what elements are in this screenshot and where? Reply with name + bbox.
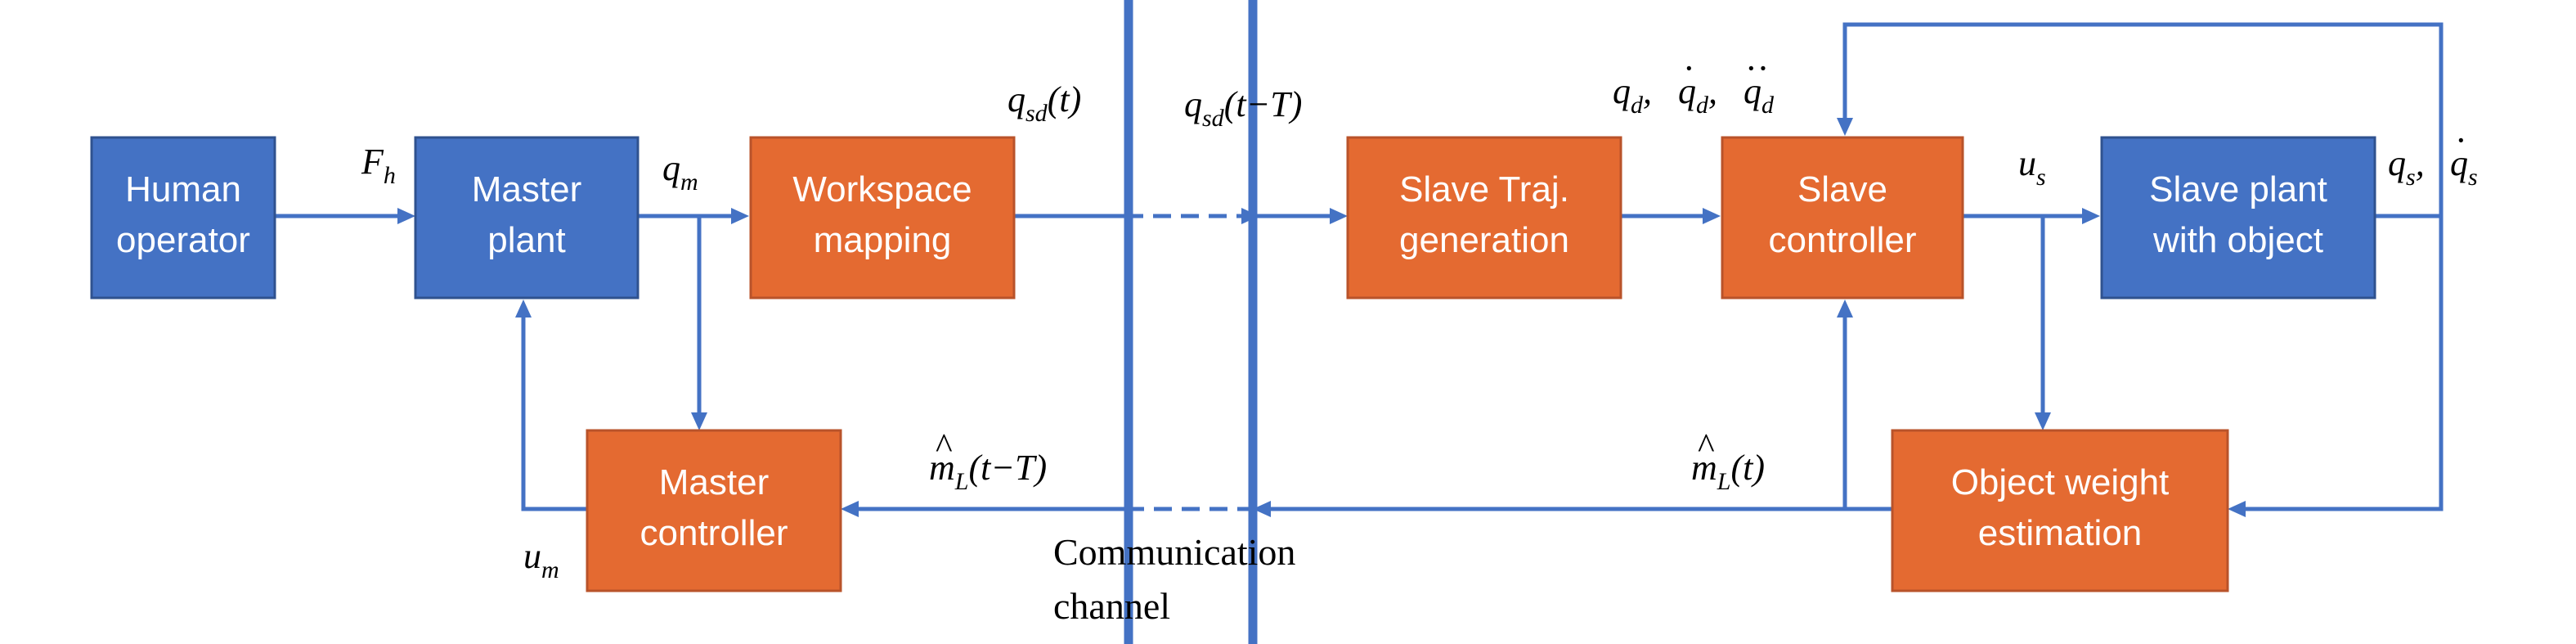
hat-accent: ^ <box>936 426 953 466</box>
block-master-controller: Master controller <box>586 429 842 592</box>
block-slave-traj-generation: Slave Traj. generation <box>1346 136 1622 299</box>
block-label-line2: controller <box>640 513 788 553</box>
arrowhead <box>1837 118 1853 136</box>
block-label-line2: operator <box>116 220 250 260</box>
hat-accent: ^ <box>1698 426 1715 466</box>
arrowhead <box>1703 208 1721 224</box>
arrowhead <box>1253 501 1271 517</box>
block-master-plant: Master plant <box>414 136 640 299</box>
label-us: us <box>2018 143 2046 191</box>
wire-qs-feedback-top <box>1842 22 2444 218</box>
dot-accent: · <box>2455 120 2467 160</box>
channel-caption: Communication channel <box>1053 531 1295 627</box>
arrowhead <box>515 299 532 317</box>
arrowhead <box>841 501 859 517</box>
channel-caption-line2: channel <box>1053 585 1170 627</box>
arrowhead <box>1330 208 1348 224</box>
arrowhead <box>1837 299 1853 317</box>
block-object-weight-estimation: Object weight estimation <box>1891 429 2229 592</box>
label-qsd-t: qsd(t) <box>1008 79 1081 127</box>
block-label-line1: Human <box>125 169 241 209</box>
label-slave-state: qs, qs · <box>2388 120 2478 191</box>
label-qsd-delayed: qsd(t−T) <box>1184 84 1302 132</box>
arrowhead <box>2082 208 2100 224</box>
block-label-line1: Master <box>659 462 769 502</box>
block-label-line2: mapping <box>814 220 952 260</box>
ddot-accent: ·· <box>1745 48 1769 88</box>
block-workspace-mapping: Workspace mapping <box>749 136 1016 299</box>
arrowhead <box>2035 412 2051 430</box>
block-human-operator: Human operator <box>90 136 276 299</box>
arrowhead <box>731 208 749 224</box>
arrowhead <box>397 208 415 224</box>
svg-text:qs: qs <box>2450 143 2478 191</box>
svg-text:qs,: qs, <box>2388 143 2425 191</box>
block-label-line1: Workspace <box>792 169 972 209</box>
block-label-line2: generation <box>1399 220 1569 260</box>
label-um: um <box>523 536 559 583</box>
arrowhead <box>691 412 707 430</box>
block-label-line1: Object weight <box>1951 462 2170 502</box>
block-slave-plant-with-object: Slave plant with object <box>2100 136 2376 299</box>
svg-text:qd: qd <box>1744 71 1775 119</box>
block-slave-controller: Slave controller <box>1721 136 1964 299</box>
block-label-line1: Slave <box>1797 169 1887 209</box>
label-qm: qm <box>662 148 698 196</box>
wire-qs-to-estimation <box>2242 216 2444 511</box>
block-label-line1: Master <box>472 169 581 209</box>
channel-caption-line1: Communication <box>1053 531 1295 573</box>
arrowhead <box>2228 501 2246 517</box>
svg-text:qd,: qd, <box>1613 71 1652 119</box>
block-label-line2: plant <box>487 220 565 260</box>
svg-text:mL(t): mL(t) <box>1691 448 1765 495</box>
svg-text:qd,: qd, <box>1678 71 1717 119</box>
label-mhat: mL(t) ^ <box>1691 426 1765 495</box>
block-label-line2: estimation <box>1978 513 2143 553</box>
svg-text:mL(t−T): mL(t−T) <box>929 448 1047 495</box>
block-label-line1: Slave plant <box>2149 169 2327 209</box>
dot-accent: · <box>1683 48 1695 88</box>
block-label-line1: Slave Traj. <box>1399 169 1569 209</box>
label-desired-trajectory: qd, qd, · qd ·· <box>1613 48 1775 119</box>
block-label-line2: with object <box>2152 220 2323 260</box>
block-label-line2: controller <box>1769 220 1917 260</box>
label-mhat-delayed: mL(t−T) ^ <box>929 426 1047 495</box>
label-force-human: Fh <box>361 142 396 189</box>
wire-um <box>521 314 587 511</box>
